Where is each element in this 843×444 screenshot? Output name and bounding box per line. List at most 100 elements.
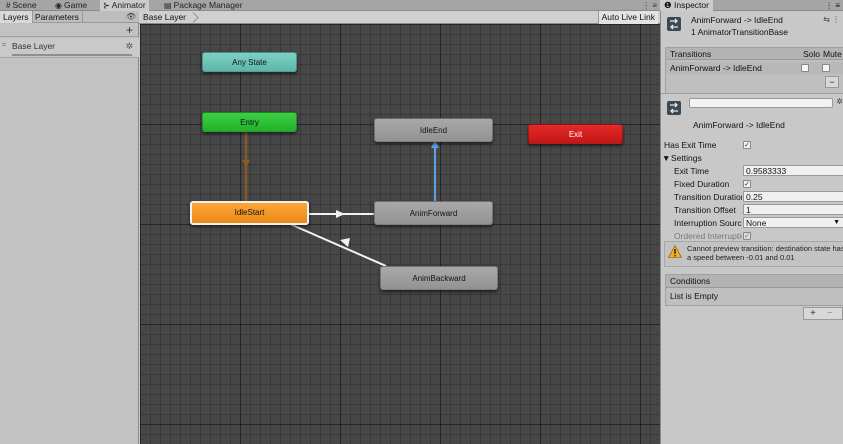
layer-name: Base Layer <box>12 41 55 51</box>
transition-arrow-idlestart-animforward <box>336 210 345 218</box>
scene-icon: # <box>6 1 11 10</box>
remove-condition-button[interactable]: − <box>827 308 833 319</box>
mute-checkbox[interactable] <box>822 64 830 72</box>
eye-icon[interactable]: 👁 <box>125 12 136 21</box>
ordered-interruption-checkbox: ✓ <box>743 232 751 240</box>
warning-icon <box>668 245 682 258</box>
tab-game-label: Game <box>63 0 88 10</box>
conditions-list: Conditions List is Empty <box>665 274 843 306</box>
inspector-header-options-icon[interactable]: ⇆ ⋮ <box>823 15 840 24</box>
add-condition-button[interactable]: + <box>810 308 816 319</box>
transition-offset-row: Transition Offset 1 <box>661 204 843 216</box>
settings-foldout[interactable]: ▼ Settings <box>661 152 843 164</box>
exit-time-field[interactable]: 0.9583333 <box>743 165 843 176</box>
interruption-source-value: None <box>746 218 767 228</box>
tab-scene-label: Scene <box>12 0 37 10</box>
layers-panel: Layers Parameters 👁 + = Base Layer ✲ <box>0 11 139 444</box>
remove-transition-button[interactable]: − <box>825 76 839 88</box>
inspector-tab-bar: ❶ Inspector ⋮ ≡ <box>660 0 843 11</box>
add-layer-button[interactable]: + <box>125 23 133 37</box>
transition-list-item[interactable]: AnimForward -> IdleEnd <box>666 62 843 74</box>
tab-animator[interactable]: ⊱Animator <box>100 0 149 11</box>
state-exit[interactable]: Exit <box>528 124 623 144</box>
editor-tab-bar: #Scene ◉Game ⊱Animator ▤Package Manager … <box>0 0 660 11</box>
fixed-duration-label: Fixed Duration <box>674 179 730 189</box>
conditions-empty-text: List is Empty <box>670 291 719 301</box>
transition-arrow-animbackward-idlestart <box>340 238 350 247</box>
tab-package-manager-label: Package Manager <box>173 0 243 10</box>
package-manager-icon: ▤ <box>164 1 172 10</box>
drag-handle-icon[interactable]: = <box>2 42 7 49</box>
layer-item-base[interactable]: = Base Layer ✲ <box>0 38 139 58</box>
interruption-source-dropdown[interactable]: None ▼ <box>743 217 843 228</box>
state-idle-end[interactable]: IdleEnd <box>374 118 493 142</box>
transition-duration-row: Transition Duration 0.25 <box>661 191 843 203</box>
transition-icon <box>667 101 681 115</box>
layer-weight-bar <box>12 54 132 56</box>
transition-icon <box>667 17 681 31</box>
tab-game[interactable]: ◉Game <box>52 0 90 11</box>
fixed-duration-row: Fixed Duration ✓ <box>661 178 843 190</box>
transition-title: AnimForward -> IdleEnd <box>693 120 785 130</box>
transition-list-item-label: AnimForward -> IdleEnd <box>670 63 762 73</box>
inspector-header-subtitle: 1 AnimatorTransitionBase <box>691 27 789 37</box>
transition-name-field[interactable] <box>689 98 833 108</box>
interruption-source-row: Interruption Source None ▼ <box>661 217 843 229</box>
inspector-panel: AnimForward -> IdleEnd 1 AnimatorTransit… <box>660 11 843 444</box>
exit-time-row: Exit Time 0.9583333 <box>661 165 843 177</box>
exit-time-label: Exit Time <box>674 166 709 176</box>
section-divider <box>661 93 843 94</box>
chevron-down-icon: ▼ <box>833 219 840 226</box>
state-anim-backward[interactable]: AnimBackward <box>380 266 498 290</box>
ordered-interruption-label: Ordered Interruption <box>674 231 742 241</box>
interruption-source-label: Interruption Source <box>674 218 742 228</box>
info-icon: ❶ <box>664 0 672 10</box>
tab-scene[interactable]: #Scene <box>3 0 40 11</box>
ordered-interruption-row: Ordered Interruption ✓ <box>661 230 843 242</box>
transitions-header: Transitions Solo Mute <box>666 48 843 60</box>
tab-parameters[interactable]: Parameters <box>32 11 83 23</box>
transition-edges <box>242 130 439 267</box>
breadcrumb-base-layer[interactable]: Base Layer <box>141 11 200 24</box>
tab-animator-label: Animator <box>111 0 146 10</box>
transition-duration-label: Transition Duration <box>674 192 742 202</box>
transition-offset-field[interactable]: 1 <box>743 204 843 215</box>
has-exit-time-row: Has Exit Time ✓ <box>661 139 843 151</box>
gear-icon[interactable]: ✲ <box>125 41 133 51</box>
solo-checkbox[interactable] <box>801 64 809 72</box>
transition-arrow-animforward-idleend <box>431 140 439 148</box>
mute-column-label: Mute <box>823 49 842 59</box>
tab-menu-icon[interactable]: ⋮ ≡ <box>642 1 657 10</box>
conditions-title: Conditions <box>666 275 843 288</box>
add-layer-row: + <box>0 23 139 37</box>
has-exit-time-label: Has Exit Time <box>664 140 717 150</box>
tab-layers[interactable]: Layers <box>0 11 33 23</box>
breadcrumb: Base Layer Auto Live Link <box>139 11 660 24</box>
game-icon: ◉ <box>55 1 62 10</box>
fixed-duration-checkbox[interactable]: ✓ <box>743 180 751 188</box>
transition-offset-label: Transition Offset <box>674 205 736 215</box>
state-idle-start[interactable]: IdleStart <box>190 201 309 225</box>
transition-animbackward-idlestart[interactable] <box>289 223 387 267</box>
tab-inspector[interactable]: ❶ Inspector <box>660 0 713 11</box>
conditions-buttons: + − <box>803 307 843 320</box>
tab-package-manager[interactable]: ▤Package Manager <box>161 0 246 11</box>
solo-column-label: Solo <box>803 49 821 59</box>
gear-icon[interactable]: ✲ <box>836 97 843 106</box>
inspector-menu-icon[interactable]: ⋮ ≡ <box>825 1 840 10</box>
tab-inspector-label: Inspector <box>674 0 709 10</box>
state-entry[interactable]: Entry <box>202 112 297 132</box>
state-machine-graph[interactable]: Any State Entry IdleEnd Exit IdleStart A… <box>140 24 660 444</box>
auto-live-link-button[interactable]: Auto Live Link <box>597 11 658 24</box>
chevron-down-icon: ▼ <box>662 153 671 163</box>
state-any-state[interactable]: Any State <box>202 52 297 72</box>
inspector-header-title: AnimForward -> IdleEnd <box>691 15 783 25</box>
has-exit-time-checkbox[interactable]: ✓ <box>743 141 751 149</box>
preview-warning: Cannot preview transition: destination s… <box>664 241 843 267</box>
transition-duration-field[interactable]: 0.25 <box>743 191 843 202</box>
state-anim-forward[interactable]: AnimForward <box>374 201 493 225</box>
warning-text: Cannot preview transition: destination s… <box>687 244 843 262</box>
animator-icon: ⊱ <box>103 1 110 10</box>
transitions-title: Transitions <box>670 49 712 59</box>
